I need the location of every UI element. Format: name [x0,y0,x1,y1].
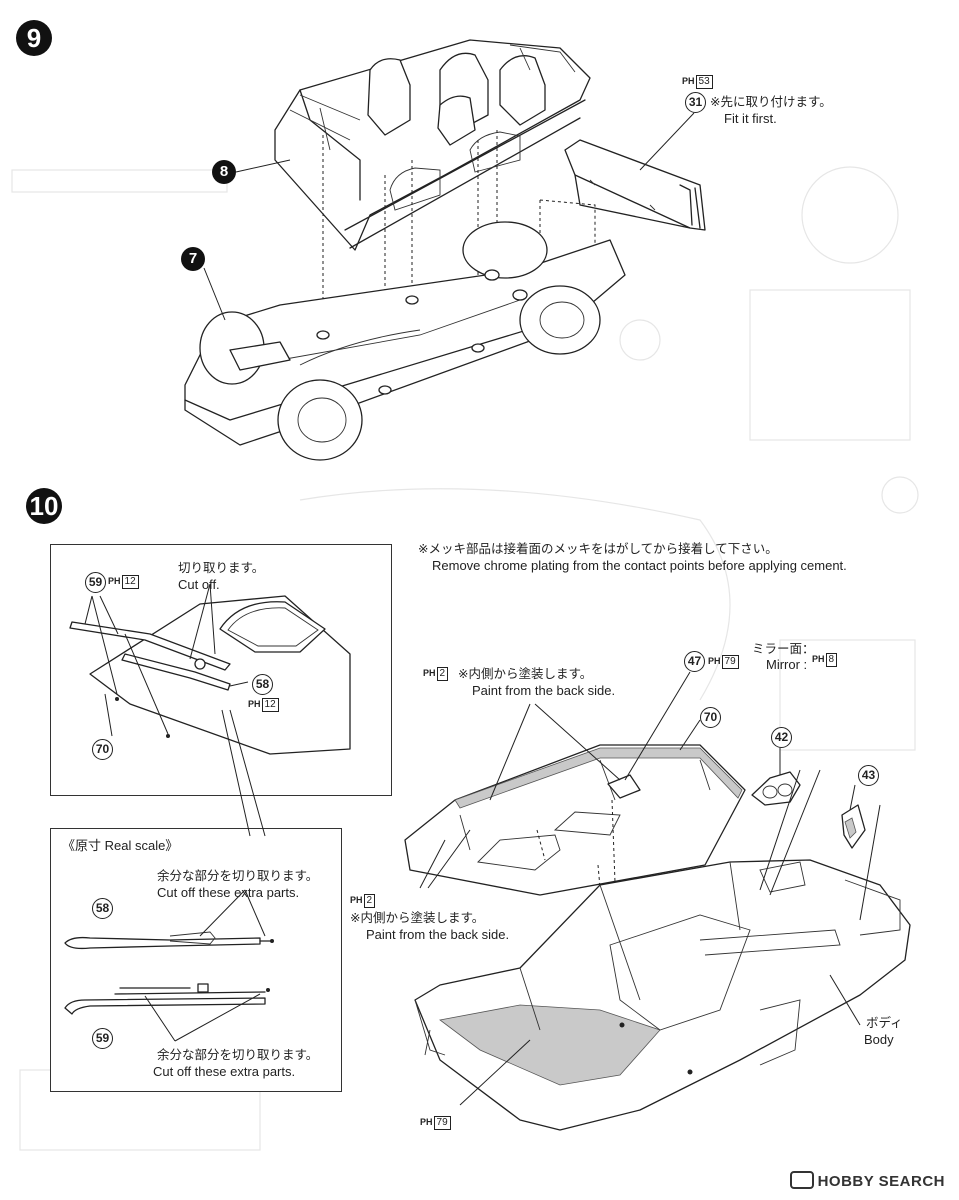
paint-back-top-code-value: 2 [436,667,449,681]
paint-back-left-note-en: Paint from the back side. [366,927,510,942]
real-scale-part-59: 59 [92,1028,113,1049]
step-9-ref-7: 7 [181,247,205,271]
part-70-number-inset: 70 [92,739,113,760]
part-47-paint-code: 79 [721,655,739,669]
car-body [414,859,911,1131]
part-59-paint-code: 12 [121,575,139,589]
part-31-number: 31 [685,92,706,113]
paint-prefix: PH [350,895,363,905]
body-label-jp: ボディ [866,1016,903,1030]
interior-tub [274,39,591,251]
part-31-note-en: Fit it first. [724,111,777,126]
part-59-number: 59 [85,572,106,593]
chassis [184,221,626,461]
step-9-ref-8: 8 [212,160,236,184]
step-10-number: 10 [26,488,62,524]
part-58-paint-code: 12 [261,698,279,712]
part-31-tray [564,139,706,231]
real-scale-diagram [64,889,274,1042]
watermark-text: HOBBY SEARCH [817,1173,945,1190]
mirror-en: Mirror : [766,657,808,672]
floor-paint-code: 79 [433,1116,451,1130]
paint-prefix: PH [423,668,436,678]
paint-prefix: PH [420,1117,433,1127]
part-31-note-jp: ※先に取り付けます。 [710,95,832,109]
chrome-note-en: Remove chrome plating from the contact p… [432,558,847,573]
paint-code-value: 53 [695,75,713,89]
paint-prefix: PH [682,76,695,86]
cut-off-inset-diagram [69,583,351,755]
paint-back-left-note-jp: ※内側から塗装します。 [350,911,485,925]
paint-prefix: PH [812,654,825,664]
chrome-note-jp: ※メッキ部品は接着面のメッキをはがしてから接着して下さい。 [418,542,778,556]
real-scale-extra-jp-bottom: 余分な部分を切り取ります。 [157,1048,319,1062]
cut-off-en: Cut off. [178,577,220,592]
real-scale-title: 《原寸 Real scale》 [62,838,179,853]
step-9-number: 9 [16,20,52,56]
step-9-diagram [184,39,706,461]
part-58-number: 58 [252,674,273,695]
part-47-number: 47 [684,651,705,672]
real-scale-extra-en-bottom: Cut off these extra parts. [153,1064,296,1079]
cut-off-jp: 切り取ります。 [178,561,265,575]
real-scale-extra-en-top: Cut off these extra parts. [157,885,300,900]
paint-back-top-note-jp: ※内側から塗装します。 [458,667,593,681]
paint-prefix: PH [108,576,121,586]
mirror-paint-code: 8 [825,653,838,667]
real-scale-part-58: 58 [92,898,113,919]
mirror-jp: ミラー面： [752,642,815,656]
paint-back-left-code-value: 2 [363,894,376,908]
watermark: HOBBY SEARCH [789,1171,945,1190]
part-43-number: 43 [858,765,879,786]
paint-back-top-note-en: Paint from the back side. [472,683,616,698]
part-42-number: 42 [771,727,792,748]
roof-lining [404,744,746,896]
paint-prefix: PH [708,656,721,666]
real-scale-extra-jp-top: 余分な部分を切り取ります。 [157,869,319,883]
body-label-en: Body [864,1032,894,1047]
part-70-number: 70 [700,707,721,728]
hobby-search-logo-icon [789,1171,814,1189]
paint-prefix: PH [248,699,261,709]
